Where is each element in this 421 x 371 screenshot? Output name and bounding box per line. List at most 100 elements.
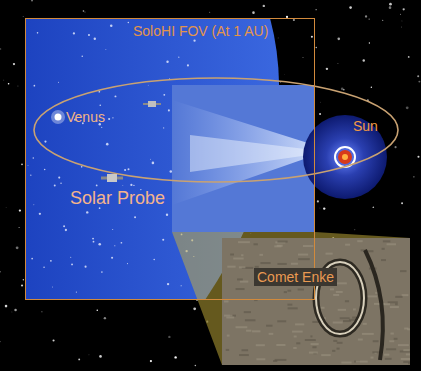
- star: [5, 305, 8, 308]
- star: [349, 6, 352, 9]
- star: [93, 241, 95, 243]
- star: [326, 68, 328, 70]
- star: [319, 113, 321, 115]
- noise: [241, 254, 243, 256]
- noise: [224, 300, 228, 302]
- noise: [330, 288, 334, 290]
- star: [401, 26, 403, 28]
- star: [41, 311, 42, 312]
- star: [337, 63, 339, 65]
- star: [34, 85, 36, 87]
- noise: [291, 263, 298, 265]
- star: [76, 292, 77, 293]
- noise: [309, 352, 318, 354]
- star: [110, 25, 113, 28]
- noise: [238, 241, 250, 243]
- star: [168, 336, 170, 338]
- noise: [325, 253, 332, 255]
- star: [168, 109, 170, 111]
- star: [152, 162, 155, 165]
- noise: [384, 354, 389, 356]
- star: [371, 87, 372, 88]
- star: [44, 169, 46, 171]
- star: [104, 317, 106, 319]
- noise: [401, 358, 410, 360]
- star: [81, 55, 83, 57]
- star: [401, 20, 403, 22]
- noise: [273, 360, 277, 362]
- star: [23, 279, 24, 280]
- noise: [372, 351, 379, 353]
- noise: [336, 291, 343, 293]
- star: [394, 146, 396, 148]
- noise: [236, 288, 245, 290]
- noise: [242, 349, 249, 351]
- noise: [386, 348, 396, 350]
- star: [400, 13, 402, 15]
- star: [78, 358, 80, 360]
- noise: [395, 303, 398, 305]
- star: [389, 6, 392, 9]
- star: [323, 207, 325, 209]
- inset-frame: Comet Enke: [222, 238, 410, 365]
- star: [337, 38, 340, 41]
- noise: [363, 323, 367, 325]
- star: [178, 57, 179, 58]
- star: [70, 257, 71, 258]
- venus-glow: [51, 110, 65, 124]
- star: [0, 48, 1, 49]
- noise: [353, 308, 356, 310]
- noise: [387, 243, 396, 245]
- noise: [383, 240, 390, 242]
- noise: [382, 248, 385, 250]
- coronagraph-disc: [303, 115, 387, 199]
- noise: [277, 245, 283, 247]
- star: [163, 94, 165, 96]
- star: [84, 11, 86, 13]
- star: [319, 207, 321, 209]
- noise: [394, 338, 398, 340]
- noise: [312, 346, 316, 348]
- star-label: Sun: [353, 118, 378, 134]
- inset-image: [222, 238, 410, 365]
- star: [112, 228, 114, 230]
- star: [252, 11, 255, 14]
- inset-streak: [365, 250, 383, 360]
- noise: [321, 354, 330, 356]
- star: [408, 56, 410, 58]
- star: [403, 8, 405, 10]
- star: [108, 118, 110, 120]
- star: [99, 355, 102, 358]
- star: [99, 91, 101, 93]
- noise: [256, 358, 265, 360]
- noise: [332, 350, 335, 352]
- noise: [276, 344, 285, 346]
- noise: [388, 301, 398, 303]
- star: [418, 81, 420, 83]
- star: [5, 207, 7, 209]
- zoom-projection: [172, 232, 410, 365]
- star: [85, 266, 87, 268]
- star: [19, 227, 20, 228]
- star: [58, 82, 59, 83]
- star: [0, 271, 1, 272]
- noise: [305, 339, 316, 341]
- noise: [345, 244, 350, 246]
- star: [50, 260, 52, 262]
- star: [98, 243, 101, 246]
- star: [92, 238, 94, 240]
- star: [284, 74, 286, 76]
- star: [193, 40, 195, 42]
- star: [382, 20, 383, 21]
- star: [114, 95, 116, 97]
- inset-texture: [224, 240, 410, 364]
- star: [106, 143, 109, 146]
- star: [302, 56, 304, 58]
- star: [39, 213, 41, 215]
- star: [37, 32, 39, 34]
- noise: [303, 245, 313, 247]
- star: [372, 206, 374, 208]
- noise: [298, 254, 308, 256]
- venus-planet: [55, 114, 62, 121]
